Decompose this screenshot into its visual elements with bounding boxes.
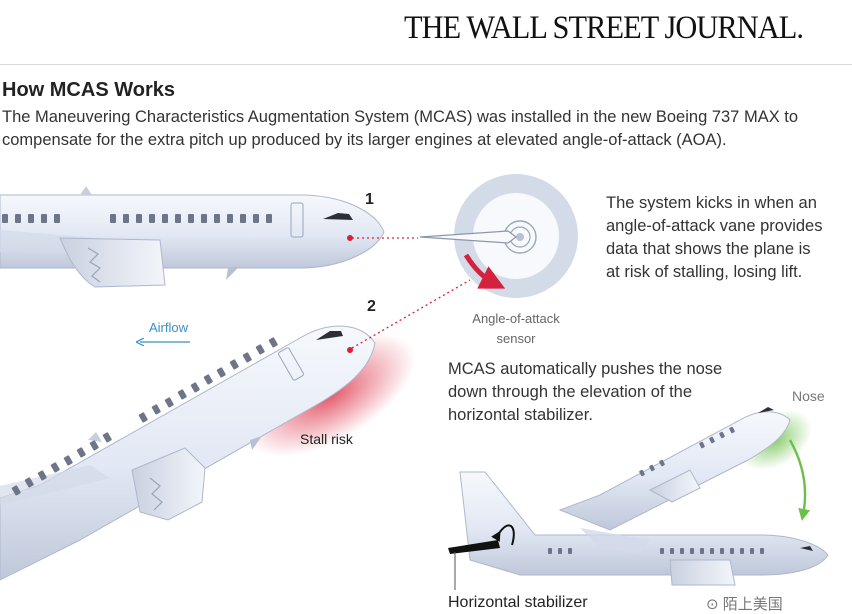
plane-stall-windows [11, 337, 278, 496]
nose-label: Nose [792, 388, 825, 404]
step-number-1: 1 [365, 191, 374, 208]
intro-paragraph: The Maneuvering Characteristics Augmenta… [2, 108, 799, 149]
stall-risk-label: Stall risk [300, 431, 353, 447]
plane-pitch-down [558, 407, 812, 531]
plane-pitch-down-windows [639, 426, 735, 477]
aoa-sensor-label-line1: Angle-of-attack [472, 311, 560, 326]
airflow-label: Airflow [149, 320, 189, 335]
page-title: How MCAS Works [2, 79, 175, 101]
plane-level-windows [2, 214, 272, 223]
plane-stall [0, 325, 416, 581]
mcas-description: MCAS automatically pushes the nose down … [448, 360, 723, 424]
masthead: THE WALL STREET JOURNAL. [0, 0, 852, 65]
sensor-point-1 [347, 235, 353, 241]
plane-level [0, 186, 385, 288]
wsj-logo[interactable]: THE WALL STREET JOURNAL. [404, 10, 804, 46]
watermark: ⊙ 陌上美国 [706, 596, 783, 613]
sensor-point-2 [347, 347, 353, 353]
horizontal-stabilizer-label: Horizontal stabilizer [448, 594, 588, 611]
aoa-sensor-label: Angle-of-attack sensor [458, 309, 574, 349]
aoa-sensor-label-line2: sensor [496, 331, 536, 346]
step-number-2: 2 [367, 298, 376, 315]
step-1-description: The system kicks in when an angle-of-att… [606, 194, 823, 281]
aoa-sensor-detail [419, 174, 578, 298]
plane-level-rear-windows [548, 548, 764, 554]
